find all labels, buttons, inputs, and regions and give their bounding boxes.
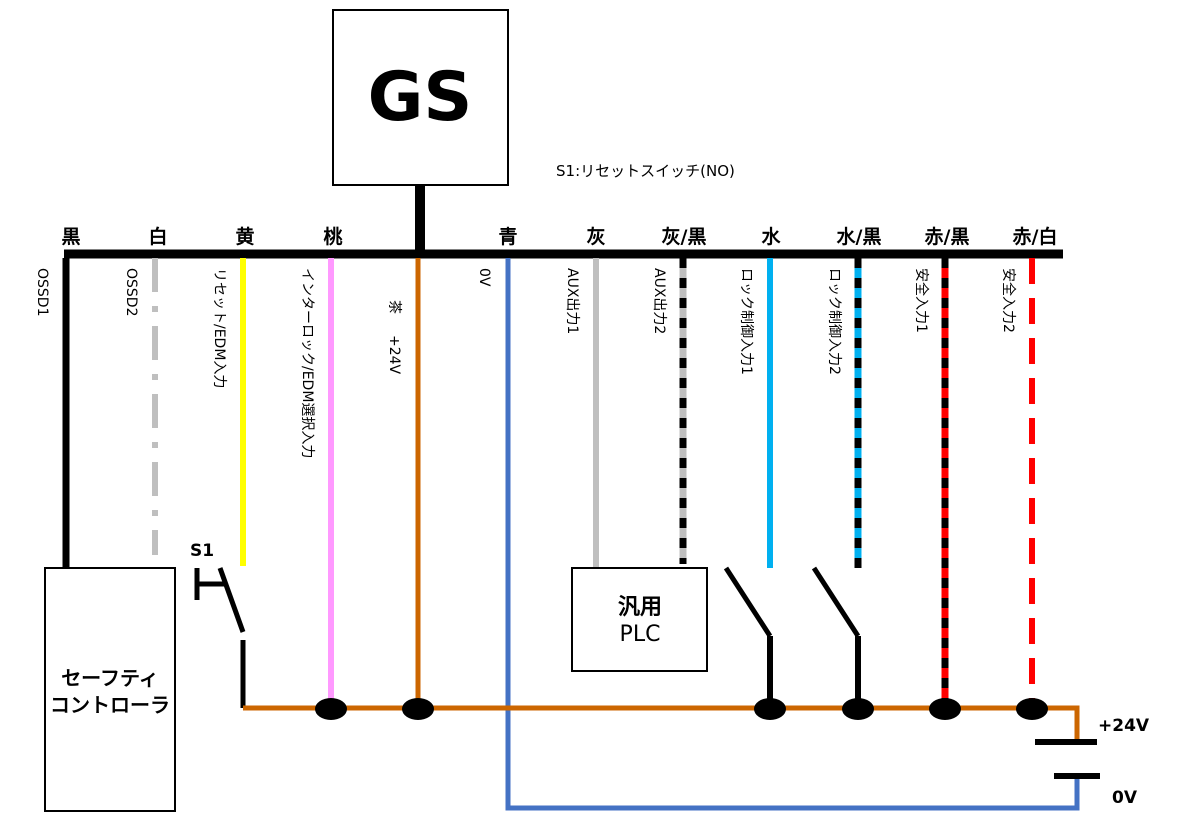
color-label-gray-black: 灰/黒	[662, 225, 707, 248]
color-label-light-blue-black: 水/黒	[837, 226, 882, 248]
reset-switch-note: S1:リセットスイッチ(NO)	[556, 162, 735, 180]
gs-box	[332, 9, 509, 186]
color-label-yellow: 黄	[235, 225, 254, 248]
switch-s1-label: S1	[190, 541, 214, 561]
power-plus-label: +24V	[1098, 716, 1150, 736]
label-interlock-edm: インターロック/EDM選択入力	[299, 268, 315, 458]
junction-dot	[754, 698, 786, 720]
rail-24v	[243, 705, 1080, 742]
plc-box	[571, 567, 708, 672]
wire-0v	[505, 258, 1080, 811]
label-lock2: ロック制御入力2	[826, 268, 842, 375]
gs-title: GS	[368, 58, 473, 137]
lock-switch-1-contact	[723, 566, 773, 638]
label-brown-voltage: +24V	[386, 335, 402, 375]
color-label-light-blue: 水	[761, 226, 781, 248]
label-safety1: 安全入力1	[913, 268, 930, 333]
switch-s1-contact	[217, 567, 246, 633]
color-label-blue: 青	[498, 226, 517, 248]
controller-label-line1: セーフティ	[61, 666, 159, 690]
junction-dot	[402, 698, 434, 720]
junction-dot	[842, 698, 874, 720]
color-label-white: 白	[148, 225, 167, 248]
controller-label-line2: コントローラ	[50, 693, 170, 717]
label-reset-edm: リセット/EDM入力	[211, 268, 227, 388]
power-zero-label: 0V	[1112, 788, 1138, 808]
junction-dot	[315, 698, 347, 720]
junction-dot	[1016, 698, 1048, 720]
lock-switch-2-contact	[811, 566, 861, 638]
label-lock1: ロック制御入力1	[738, 268, 754, 375]
color-label-pink: 桃	[323, 225, 342, 248]
label-0v: 0V	[476, 268, 492, 287]
plc-label-line2: PLC	[620, 622, 661, 647]
safety-controller-box	[44, 567, 176, 812]
label-safety2: 安全入力2	[1000, 268, 1017, 333]
label-ossd2: OSSD2	[123, 268, 139, 316]
color-label-gray: 灰	[586, 225, 605, 248]
color-label-red-black: 赤/黒	[925, 226, 970, 248]
label-aux1: AUX出力1	[564, 268, 580, 334]
color-label-black: 黒	[61, 226, 80, 248]
label-brown-color: 茶	[386, 300, 402, 314]
label-ossd1: OSSD1	[34, 268, 50, 316]
junction-dot	[929, 698, 961, 720]
color-label-red-white: 赤/白	[1013, 225, 1058, 248]
plc-label-line1: 汎用	[618, 595, 662, 620]
label-aux2: AUX出力2	[651, 268, 667, 334]
